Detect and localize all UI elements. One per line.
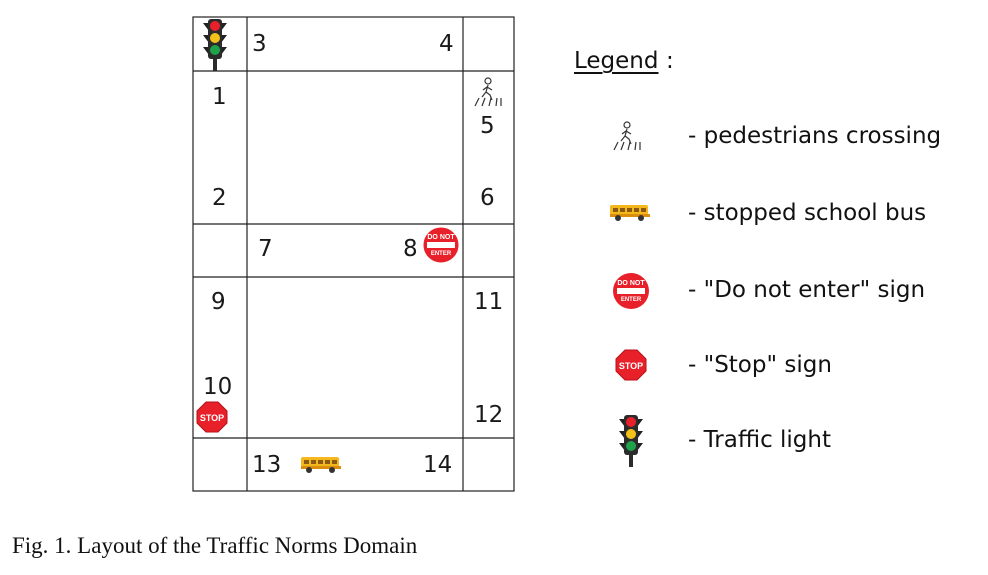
stop-sign-text: STOP xyxy=(200,413,224,423)
cell-label-8: 8 xyxy=(403,236,418,262)
legend-label-do-not-enter: - "Do not enter" sign xyxy=(688,277,926,303)
do-not-enter-icon: DO NOT ENTER xyxy=(422,226,460,264)
legend-label-pedestrians: - pedestrians crossing xyxy=(688,123,942,149)
cell-label-4: 4 xyxy=(439,31,454,57)
stop-sign-icon: STOP xyxy=(196,401,228,433)
traffic-light-icon xyxy=(203,19,227,71)
legend-do-not-enter-icon: DO NOT ENTER xyxy=(613,273,649,309)
cell-label-9: 9 xyxy=(211,289,226,315)
cell-label-12: 12 xyxy=(474,402,504,428)
legend-do-not-enter-bottom-text: ENTER xyxy=(621,297,642,303)
cell-label-6: 6 xyxy=(480,185,495,211)
cell-label-5: 5 xyxy=(480,113,495,139)
legend-stop-sign-text: STOP xyxy=(619,361,643,371)
legend-do-not-enter-top-text: DO NOT xyxy=(617,280,645,287)
legend-title-colon: : xyxy=(666,48,674,74)
cell-label-1: 1 xyxy=(212,84,227,110)
legend-label-school-bus: - stopped school bus xyxy=(688,200,927,226)
cell-label-2: 2 xyxy=(212,185,227,211)
school-bus-icon xyxy=(301,457,341,473)
do-not-enter-top-text: DO NOT xyxy=(427,234,455,241)
legend-title: Legend xyxy=(574,48,659,74)
cell-label-11: 11 xyxy=(474,289,504,315)
legend-traffic-light-icon xyxy=(619,415,643,467)
cell-label-3: 3 xyxy=(252,31,267,57)
cell-label-13: 13 xyxy=(252,452,282,478)
pedestrian-crossing-icon xyxy=(474,77,502,107)
do-not-enter-bottom-text: ENTER xyxy=(431,251,452,257)
legend-pedestrian-crossing-icon xyxy=(613,121,641,151)
cell-label-7: 7 xyxy=(258,236,273,262)
legend-school-bus-icon xyxy=(610,205,650,221)
legend-stop-sign-icon: STOP xyxy=(615,349,647,381)
figure-caption: Fig. 1. Layout of the Traffic Norms Doma… xyxy=(12,533,418,558)
cell-label-14: 14 xyxy=(423,452,453,478)
cell-label-10: 10 xyxy=(203,374,233,400)
legend-label-stop: - "Stop" sign xyxy=(688,352,832,378)
map-border xyxy=(192,16,515,492)
legend-label-traffic-light: - Traffic light xyxy=(688,427,831,453)
